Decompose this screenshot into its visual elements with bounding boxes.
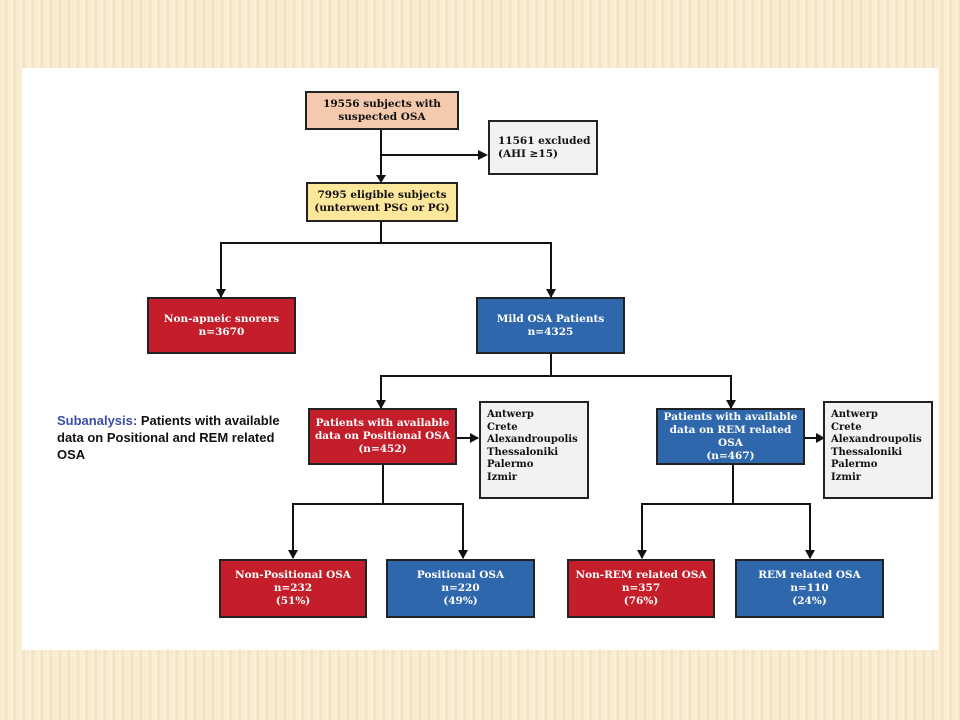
box-text: (AHI ≥15) bbox=[498, 147, 558, 160]
connector bbox=[220, 242, 222, 297]
box-text: Positional OSA bbox=[416, 569, 505, 581]
mild-osa-box: Mild OSA Patients n=4325 bbox=[476, 297, 625, 354]
box-text: n=3670 bbox=[198, 325, 245, 338]
box-text: suspected OSA bbox=[338, 110, 426, 123]
center-item: Crete bbox=[487, 421, 518, 433]
flowchart-panel bbox=[22, 68, 938, 650]
box-text: Patients with available bbox=[315, 417, 450, 429]
box-text: data on REM related OSA bbox=[669, 423, 792, 449]
box-text: REM related OSA bbox=[758, 569, 861, 581]
box-text: (76%) bbox=[623, 595, 659, 607]
subanalysis-label: Subanalysis: bbox=[57, 413, 138, 428]
box-text: Patients with available bbox=[663, 410, 798, 423]
box-text: n=357 bbox=[621, 582, 661, 594]
center-item: Alexandroupolis bbox=[831, 434, 922, 445]
connector bbox=[380, 375, 382, 408]
connector bbox=[292, 503, 294, 558]
connector bbox=[550, 353, 552, 376]
connector bbox=[220, 242, 552, 244]
box-text: Non-REM related OSA bbox=[575, 569, 707, 581]
connector bbox=[292, 503, 464, 505]
connector bbox=[380, 375, 732, 377]
connector bbox=[462, 503, 464, 558]
connector bbox=[380, 154, 486, 156]
box-text: Mild OSA Patients bbox=[496, 312, 605, 325]
center-item: Antwerp bbox=[831, 409, 878, 420]
connector bbox=[641, 503, 811, 505]
box-text: 11561 excluded bbox=[498, 134, 591, 147]
box-text: (51%) bbox=[275, 595, 311, 607]
connector bbox=[730, 375, 732, 408]
connector bbox=[550, 242, 552, 297]
center-item: Thessaloniki bbox=[831, 446, 903, 458]
eligible-subjects-box: 7995 eligible subjects (unterwent PSG or… bbox=[306, 182, 458, 222]
subanalysis-caption: Subanalysis: Patients with available dat… bbox=[57, 412, 297, 463]
connector bbox=[641, 503, 643, 558]
non-rem-osa-box: Non-REM related OSA n=357 (76%) bbox=[567, 559, 715, 618]
center-item: Thessaloniki bbox=[487, 446, 559, 458]
box-text: (n=452) bbox=[358, 443, 407, 455]
box-text: (n=467) bbox=[706, 449, 755, 462]
rem-osa-box: REM related OSA n=110 (24%) bbox=[735, 559, 884, 618]
box-text: Non-Positional OSA bbox=[235, 569, 351, 581]
box-text: n=220 bbox=[441, 582, 480, 594]
box-text: (49%) bbox=[443, 595, 478, 607]
positional-osa-box: Positional OSA n=220 (49%) bbox=[386, 559, 535, 618]
center-item: Antwerp bbox=[487, 409, 534, 420]
centers-list-left: Antwerp Crete Alexandroupolis Thessaloni… bbox=[479, 401, 589, 499]
box-text: 19556 subjects with bbox=[323, 97, 441, 110]
center-item: Palermo bbox=[487, 459, 534, 470]
non-positional-osa-box: Non-Positional OSA n=232 (51%) bbox=[219, 559, 367, 618]
box-text: n=110 bbox=[790, 582, 829, 594]
subanalysis-text: Patients with available data on Position… bbox=[57, 413, 280, 462]
connector bbox=[382, 464, 384, 504]
centers-list-right: Antwerp Crete Alexandroupolis Thessaloni… bbox=[823, 401, 933, 499]
center-item: Izmir bbox=[487, 471, 518, 483]
center-item: Alexandroupolis bbox=[487, 434, 578, 445]
connector bbox=[380, 221, 382, 243]
center-item: Crete bbox=[831, 421, 862, 433]
box-text: data on Positional OSA bbox=[314, 430, 451, 442]
box-text: n=4325 bbox=[527, 325, 574, 338]
non-apneic-snorers-box: Non-apneic snorers n=3670 bbox=[147, 297, 296, 354]
box-text: n=232 bbox=[273, 582, 313, 594]
center-item: Izmir bbox=[831, 471, 862, 483]
connector bbox=[805, 437, 823, 439]
connector bbox=[456, 437, 478, 439]
box-text: (unterwent PSG or PG) bbox=[314, 202, 450, 214]
positional-data-box: Patients with available data on Position… bbox=[308, 408, 457, 465]
excluded-box: 11561 excluded (AHI ≥15) bbox=[488, 120, 598, 175]
connector bbox=[809, 503, 811, 558]
box-text: 7995 eligible subjects bbox=[317, 189, 447, 201]
rem-data-box: Patients with available data on REM rela… bbox=[656, 408, 805, 465]
box-text: Non-apneic snorers bbox=[163, 312, 280, 325]
center-item: Palermo bbox=[831, 459, 878, 470]
screened-subjects-box: 19556 subjects with suspected OSA bbox=[305, 91, 459, 130]
connector bbox=[732, 464, 734, 504]
box-text: (24%) bbox=[792, 595, 827, 607]
